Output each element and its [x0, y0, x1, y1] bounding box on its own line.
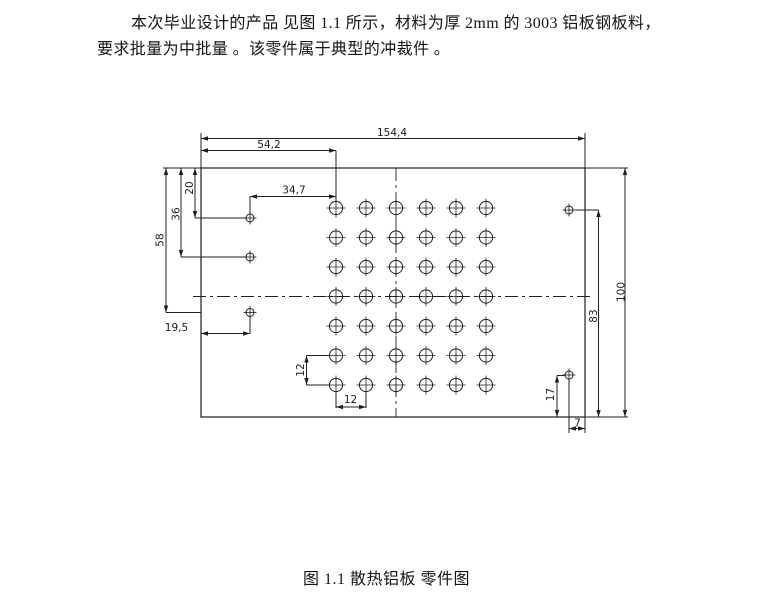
dim-label-20: 20: [184, 181, 196, 194]
dimension-lines: [165, 138, 626, 429]
locating-holes: [243, 203, 576, 382]
dimension-arrowhead: [304, 378, 309, 385]
dimension-arrowhead: [622, 410, 628, 417]
part-outline: [200, 167, 586, 418]
part-outline-rect: [200, 167, 586, 418]
paragraph-line-2: 要求批量为中批量 。该零件属于典型的冲裁件 。: [97, 41, 451, 58]
paragraph-line-1: 本次毕业设计的产品 见图 1.1 所示，材料为厚 2mm 的 3003 铝板钢板…: [131, 15, 661, 32]
dimension-arrowhead: [178, 250, 184, 257]
dimension-arrowhead: [622, 168, 628, 175]
dimension-arrowhead: [201, 331, 208, 336]
dim-label-row-pitch: 12: [295, 363, 307, 376]
dimension-arrowhead: [329, 194, 336, 199]
dimension-arrowhead: [178, 168, 184, 175]
dim-label-54-2: 54,2: [257, 139, 280, 151]
dimension-arrowhead: [359, 404, 366, 410]
dim-label-83: 83: [588, 309, 600, 322]
dim-label-7: 7: [574, 418, 581, 430]
dimension-arrowhead: [569, 426, 576, 431]
dimension-arrowhead: [304, 355, 309, 363]
hole-grid: [326, 198, 496, 395]
dimension-arrowhead: [201, 136, 208, 141]
dimension-arrowhead: [243, 331, 250, 336]
dimension-labels: 154,4 54,2 34,7 20 36 58 19,5 12 12 17 7…: [155, 127, 628, 430]
dimension-arrowhead: [329, 148, 336, 153]
dim-label-17: 17: [545, 388, 557, 401]
dimension-arrowhead: [578, 136, 585, 141]
dim-label-column-pitch: 12: [344, 394, 357, 406]
dimension-arrowhead: [250, 194, 257, 199]
body-paragraph: 本次毕业设计的产品 见图 1.1 所示，材料为厚 2mm 的 3003 铝板钢板…: [97, 11, 703, 63]
dim-label-overall-width: 154,4: [377, 127, 407, 139]
dimension-arrowhead: [192, 168, 198, 175]
dim-label-19-5: 19,5: [165, 322, 188, 334]
extension-lines: [163, 133, 628, 433]
dimension-arrowhead: [596, 210, 601, 217]
dimension-arrowhead: [554, 375, 560, 383]
dimension-arrowhead: [596, 410, 601, 417]
dim-label-34-7: 34,7: [282, 185, 305, 197]
dimension-arrowhead: [554, 410, 560, 417]
dimension-arrowhead: [163, 305, 169, 313]
dim-label-58: 58: [155, 233, 167, 246]
figure-caption: 图 1.1 散热铝板 零件图: [302, 571, 470, 588]
dim-label-36: 36: [171, 207, 183, 221]
dimension-arrowhead: [336, 404, 343, 410]
dimension-arrowhead: [201, 148, 208, 153]
dimension-arrowhead: [163, 168, 169, 175]
dimension-arrowhead: [192, 211, 198, 218]
dimension-arrowhead: [578, 426, 585, 431]
dim-label-overall-height: 100: [616, 282, 628, 302]
dimension-arrowheads: [163, 136, 628, 431]
